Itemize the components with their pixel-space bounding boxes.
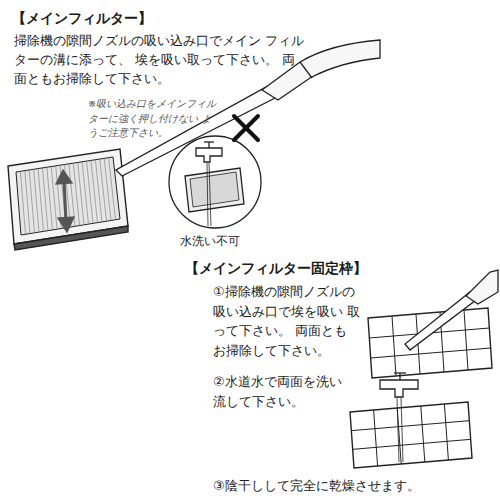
pleat-line — [42, 168, 48, 231]
inset-circle — [169, 136, 261, 228]
cross-stroke — [234, 116, 258, 140]
pleat-line — [38, 169, 43, 232]
arrow-head — [58, 217, 74, 232]
filter-edge — [14, 226, 128, 250]
water — [397, 398, 399, 462]
frame-outline — [350, 402, 472, 468]
small-filter — [185, 168, 244, 212]
vacuum-body — [262, 40, 380, 100]
section-heading: 【メインフィルター】 — [12, 8, 312, 29]
pleat-line — [25, 171, 30, 234]
body-line — [300, 62, 312, 78]
filter-pleats — [20, 158, 115, 235]
water — [401, 398, 403, 462]
fixed-frame — [350, 402, 472, 468]
water — [207, 163, 208, 226]
faucet-handle — [394, 372, 406, 373]
water — [209, 163, 211, 226]
warning-label: 水洗い不可 — [180, 233, 270, 250]
pleat-line — [20, 171, 25, 234]
grid-line — [351, 421, 469, 431]
double-arrow — [56, 170, 74, 232]
pleat-line — [34, 169, 39, 232]
grid-line — [374, 410, 378, 466]
caution-note: ※吸い込み口をメインフィル ターに強く押し付けない ようご注意下さい。 — [88, 97, 221, 141]
arrow-head — [56, 170, 72, 184]
grid-line — [371, 348, 491, 358]
grid-line — [421, 406, 425, 462]
main-filter — [8, 149, 128, 250]
grid-line — [392, 316, 396, 376]
filter-inner — [16, 157, 120, 235]
faucet-body — [380, 380, 418, 397]
faucet — [380, 373, 418, 462]
faucet-handle — [204, 141, 214, 142]
instruction-text: 掃除機の隙間ノズルの吸い込み口でメイン フィルターの溝に添って、 埃を吸い取って… — [14, 32, 306, 88]
frame-grid — [369, 310, 490, 376]
no-wash-inset — [169, 136, 261, 228]
small-filter-inner — [190, 172, 239, 207]
grid-line — [444, 404, 448, 460]
pleat-line — [109, 158, 116, 220]
pleat-line — [51, 167, 57, 230]
grid-line — [353, 439, 471, 449]
vacuum-nozzle — [405, 270, 498, 350]
grid-line — [464, 310, 468, 370]
nozzle — [405, 292, 476, 350]
frame-grid — [351, 404, 470, 466]
cross-stroke — [234, 116, 258, 140]
fixed-frame — [368, 308, 492, 378]
pleat-line — [47, 167, 53, 230]
vacuum-body — [466, 270, 498, 304]
frame-outline — [368, 308, 492, 378]
step-text: ①掃除機の隙間ノズルの 吸い込み口で埃を吸い 取って下さい。 両面とも お掃除し… — [213, 282, 363, 360]
faucet-handle — [399, 373, 400, 380]
faucet-handle — [208, 142, 209, 148]
section-heading: 【メインフィルター固定枠】 — [185, 258, 485, 279]
faucet — [196, 148, 222, 162]
cross-mark — [234, 116, 258, 140]
step-text: ③陰干しして完全に乾燥させます。 — [213, 476, 483, 496]
pleat-line — [29, 170, 34, 233]
step-text: ②水道水で両面を洗い 流して下さい。 — [213, 372, 353, 411]
arrow-shaft — [64, 180, 66, 222]
